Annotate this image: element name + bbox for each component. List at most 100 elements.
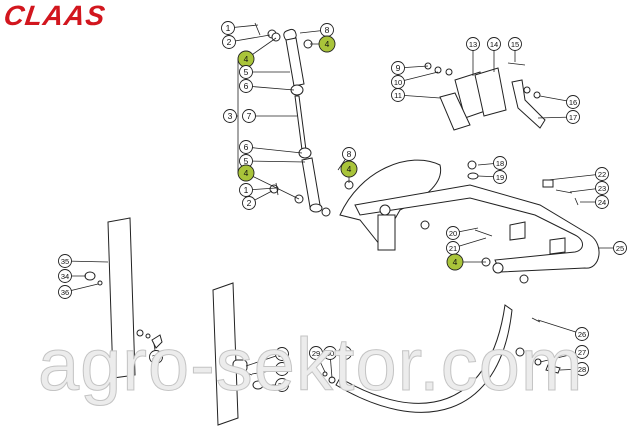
callout-2[interactable]: 2 — [222, 35, 236, 49]
callout-31[interactable]: 31 — [338, 346, 352, 360]
callout-circle — [391, 88, 405, 102]
callout-circle — [595, 195, 609, 209]
callout-number: 2 — [227, 37, 232, 47]
callout-number: 36 — [61, 288, 69, 297]
callout-number: 1 — [244, 185, 249, 195]
callout-21[interactable]: 21 — [446, 241, 460, 255]
callout-circle — [58, 285, 72, 299]
callout-33[interactable]: 33 — [275, 362, 289, 376]
callout-37[interactable]: 37 — [149, 350, 163, 364]
leader-line — [397, 94, 441, 99]
callout-circle — [508, 37, 522, 51]
callout-15[interactable]: 15 — [508, 37, 522, 51]
callout-circle — [575, 345, 589, 359]
callout-5[interactable]: 5 — [239, 154, 253, 168]
callout-4[interactable]: 4 — [318, 35, 336, 53]
callout-4[interactable]: 4 — [340, 160, 358, 178]
callout-number: 37 — [152, 353, 160, 362]
callout-6[interactable]: 6 — [239, 140, 253, 154]
callout-circle — [446, 226, 460, 240]
callout-number: 7 — [247, 111, 252, 121]
callout-19[interactable]: 19 — [493, 170, 507, 184]
callout-circle — [566, 95, 580, 109]
callout-34[interactable]: 34 — [275, 378, 289, 392]
callout-3[interactable]: 3 — [223, 109, 237, 123]
callout-22[interactable]: 22 — [595, 167, 609, 181]
callout-number: 27 — [578, 348, 586, 357]
callout-circle — [391, 61, 405, 75]
callout-10[interactable]: 10 — [391, 75, 405, 89]
callout-number: 23 — [598, 184, 606, 193]
callout-number: 20 — [449, 229, 457, 238]
callout-34[interactable]: 34 — [58, 269, 72, 283]
callout-1[interactable]: 1 — [239, 183, 253, 197]
callout-5[interactable]: 5 — [239, 65, 253, 79]
callout-circle — [309, 346, 323, 360]
callout-circle — [595, 167, 609, 181]
callout-14[interactable]: 14 — [487, 37, 501, 51]
callout-circle — [466, 37, 480, 51]
callout-number: 4 — [453, 257, 458, 267]
callout-circle — [595, 181, 609, 195]
callout-11[interactable]: 11 — [391, 88, 405, 102]
callout-4[interactable]: 4 — [237, 164, 255, 182]
callout-4[interactable]: 4 — [237, 50, 255, 68]
callout-circle — [242, 196, 256, 210]
callout-number: 5 — [244, 67, 249, 77]
callout-26[interactable]: 26 — [575, 327, 589, 341]
callout-4[interactable]: 4 — [446, 253, 464, 271]
callout-29[interactable]: 29 — [309, 346, 323, 360]
callout-highlight-circle — [446, 253, 464, 271]
linkage-rod — [254, 22, 354, 217]
callout-8[interactable]: 8 — [320, 23, 334, 37]
callout-20[interactable]: 20 — [446, 226, 460, 240]
callout-6[interactable]: 6 — [239, 79, 253, 93]
callout-13[interactable]: 13 — [466, 37, 480, 51]
callout-circle — [149, 350, 163, 364]
callout-circle — [275, 347, 289, 361]
callout-9[interactable]: 9 — [391, 61, 405, 75]
callout-number: 6 — [244, 81, 249, 91]
callout-highlight-circle — [318, 35, 336, 53]
callout-number: 29 — [312, 349, 320, 358]
callout-8[interactable]: 8 — [342, 147, 356, 161]
callout-7[interactable]: 7 — [242, 109, 256, 123]
callout-circle — [566, 110, 580, 124]
callout-28[interactable]: 28 — [575, 362, 589, 376]
callout-number: 26 — [578, 330, 586, 339]
callout-18[interactable]: 18 — [493, 156, 507, 170]
callout-36[interactable]: 36 — [58, 285, 72, 299]
callout-circle — [342, 147, 356, 161]
leader-line — [64, 260, 109, 263]
callout-circle — [575, 327, 589, 341]
callout-circle — [239, 183, 253, 197]
callout-number: 4 — [244, 168, 249, 178]
leader-line — [547, 173, 603, 181]
mounting-strip-middle — [212, 282, 264, 426]
callout-17[interactable]: 17 — [566, 110, 580, 124]
callout-number: 33 — [278, 365, 286, 374]
callout-23[interactable]: 23 — [595, 181, 609, 195]
callout-30[interactable]: 30 — [323, 346, 337, 360]
leader-line — [245, 172, 300, 200]
callout-35[interactable]: 35 — [58, 254, 72, 268]
callout-27[interactable]: 27 — [575, 345, 589, 359]
callout-1[interactable]: 1 — [221, 21, 235, 35]
leader-line — [245, 85, 295, 91]
callout-32[interactable]: 32 — [275, 347, 289, 361]
callout-number: 15 — [511, 40, 519, 49]
callout-number: 16 — [569, 98, 577, 107]
callout-number: 24 — [598, 198, 606, 207]
callout-2[interactable]: 2 — [242, 196, 256, 210]
callout-circle — [493, 156, 507, 170]
callout-number: 5 — [244, 156, 249, 166]
callout-number: 1 — [226, 23, 231, 33]
callout-24[interactable]: 24 — [595, 195, 609, 209]
callout-number: 10 — [394, 78, 402, 87]
callout-25[interactable]: 25 — [613, 241, 627, 255]
callout-16[interactable]: 16 — [566, 95, 580, 109]
callout-number: 11 — [394, 91, 402, 100]
callout-number: 2 — [247, 198, 252, 208]
